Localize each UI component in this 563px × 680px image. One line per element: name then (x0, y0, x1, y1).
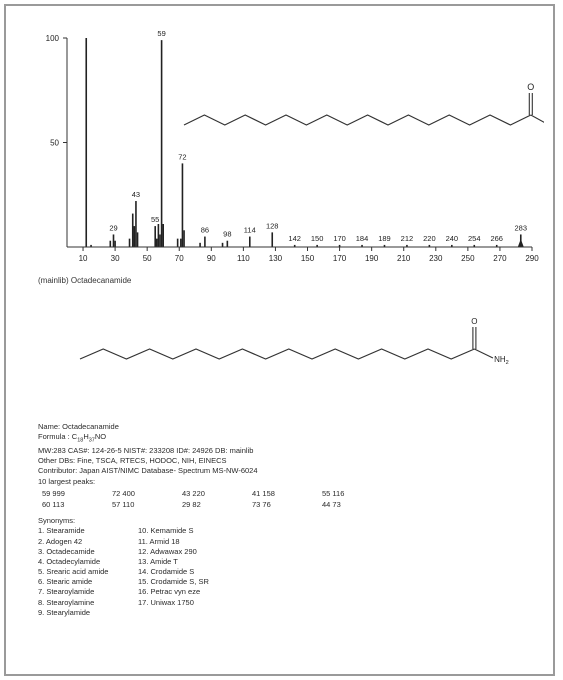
y-tick-label: 50 (50, 139, 59, 148)
x-tick-label: 90 (207, 254, 216, 263)
inset-carbon-chain (183, 114, 532, 126)
peak-label: 59 (157, 29, 165, 38)
synonym-item: 13. Amide T (138, 556, 178, 566)
main-amine-label: NH2 (494, 355, 509, 366)
x-tick-label: 250 (461, 254, 475, 263)
peak-label: 128 (266, 221, 279, 230)
largest-peak-cell: 57 110 (112, 499, 135, 509)
inset-oxygen-label: O (527, 82, 534, 92)
page-frame (4, 4, 555, 676)
synonym-item: 6. Stearic amide (38, 577, 93, 587)
largest-peak-cell: 55 116 (322, 488, 345, 498)
peak-labels: 29 43 55 59 72 86 98 114 128 142 150 170 184 189 212 22… (109, 29, 527, 243)
x-axis: 10 30 50 70 90 110 130 150 170 190 210 230 250 270 290 (67, 246, 539, 263)
synonym-item: 3. Octadecamide (38, 546, 95, 556)
main-carbon-chain (79, 348, 475, 360)
peak-label: 98 (223, 230, 231, 239)
synonym-item: 17. Uniwax 1750 (138, 597, 194, 607)
peak-label: 189 (378, 234, 391, 243)
largest-peak-cell: 73 76 (252, 499, 271, 509)
synonym-item: 14. Crodamide S (138, 567, 195, 577)
formula-suffix: NO (94, 432, 107, 442)
peak-label: 220 (423, 234, 436, 243)
largest-peak-cell: 43 220 (182, 488, 205, 498)
synonym-item: 9. Stearylamide (38, 607, 91, 617)
peak-label: 114 (244, 226, 256, 235)
y-axis: 100 50 (46, 34, 68, 247)
other-dbs: Other DBs: Fine, TSCA, RTECS, HODOC, NIH… (38, 456, 227, 466)
largest-peak-cell: 60 113 (42, 499, 65, 509)
x-tick-label: 270 (493, 254, 507, 263)
x-tick-label: 290 (525, 254, 539, 263)
peak-label: 283 (515, 223, 528, 232)
peak-label: 55 (151, 215, 159, 224)
synonym-item: 10. Kemamide S (138, 526, 194, 536)
synonym-item: 15. Crodamide S, SR (138, 577, 209, 587)
compound-name: Name: Octadecanamide (38, 422, 119, 431)
peak-label: 254 (468, 234, 481, 243)
largest-peak-cell: 72 400 (112, 488, 135, 498)
x-tick-label: 110 (237, 254, 250, 263)
formula-c-count: 18 (77, 437, 84, 444)
x-tick-label: 230 (429, 254, 443, 263)
contributor: Contributor: Japan AIST/NIMC Database- S… (38, 466, 258, 476)
y-tick-label: 100 (46, 34, 60, 43)
peak-label: 72 (178, 152, 186, 161)
peak-label: 184 (356, 234, 369, 243)
x-tick-label: 130 (269, 254, 283, 263)
peak-label: 212 (401, 234, 414, 243)
synonym-item: 4. Octadecylamide (38, 556, 101, 566)
peak-label: 240 (446, 234, 459, 243)
compound-formula: Formula : C18H37NO (38, 432, 538, 446)
peak-label: 29 (109, 223, 117, 232)
largest-peaks-title: 10 largest peaks: (38, 476, 96, 486)
x-tick-label: 210 (397, 254, 411, 263)
peak-bars (85, 38, 524, 247)
synonym-item: 11. Armid 18 (138, 536, 180, 546)
molecular-ion-marker (517, 239, 524, 247)
x-tick-label: 70 (175, 254, 184, 263)
largest-peak-cell: 59 999 (42, 488, 65, 498)
synonym-item: 16. Petrac vyn eze (138, 587, 201, 597)
structure-diagram: O NH2 (79, 318, 509, 366)
x-tick-label: 10 (79, 254, 88, 263)
main-oxygen-label: O (471, 318, 477, 326)
formula-h: H (83, 432, 89, 442)
x-tick-label: 150 (301, 254, 315, 263)
synonym-item: 8. Stearoylamine (38, 597, 95, 607)
peak-label: 150 (311, 234, 324, 243)
peak-label: 266 (490, 234, 503, 243)
chart-caption: (mainlib) Octadecanamide (38, 276, 132, 285)
compound-info: Name: Octadecanamide Formula : C18H37NO … (38, 422, 538, 618)
x-tick-label: 30 (111, 254, 120, 263)
inset-amide-bond (530, 114, 544, 123)
synonym-item: 2. Adogen 42 (38, 536, 83, 546)
peak-label: 170 (333, 234, 346, 243)
largest-peak-cell: 29 82 (182, 499, 201, 509)
formula-h-count: 37 (88, 437, 95, 444)
largest-peak-cell: 44 73 (322, 499, 341, 509)
peak-label: 43 (132, 190, 140, 199)
peak-label: 142 (288, 234, 301, 243)
main-amide-bond (474, 348, 494, 359)
synonym-item: 5. Srearic acid amide (38, 567, 109, 577)
x-tick-label: 190 (365, 254, 379, 263)
formula-prefix: Formula : C (38, 432, 78, 442)
synonym-item: 1. Stearamide (38, 526, 85, 536)
x-tick-label: 50 (143, 254, 152, 263)
registry-line: MW:283 CAS#: 124-26-5 NIST#: 233208 ID#:… (38, 445, 254, 455)
synonyms-title: Synonyms: (38, 516, 76, 526)
mass-spectrum-chart: 100 50 29 43 55 59 72 86 98 114 128 142 150 170 184 18… (46, 29, 544, 263)
x-tick-label: 170 (333, 254, 347, 263)
synonym-item: 12. Adwawax 290 (138, 546, 197, 556)
peak-label: 86 (201, 226, 209, 235)
largest-peak-cell: 41 158 (252, 488, 275, 498)
synonym-item: 7. Stearoylamide (38, 587, 95, 597)
largest-peaks-table: 59 999 72 400 43 220 41 158 55 116 60 113 57 1… (42, 489, 538, 510)
